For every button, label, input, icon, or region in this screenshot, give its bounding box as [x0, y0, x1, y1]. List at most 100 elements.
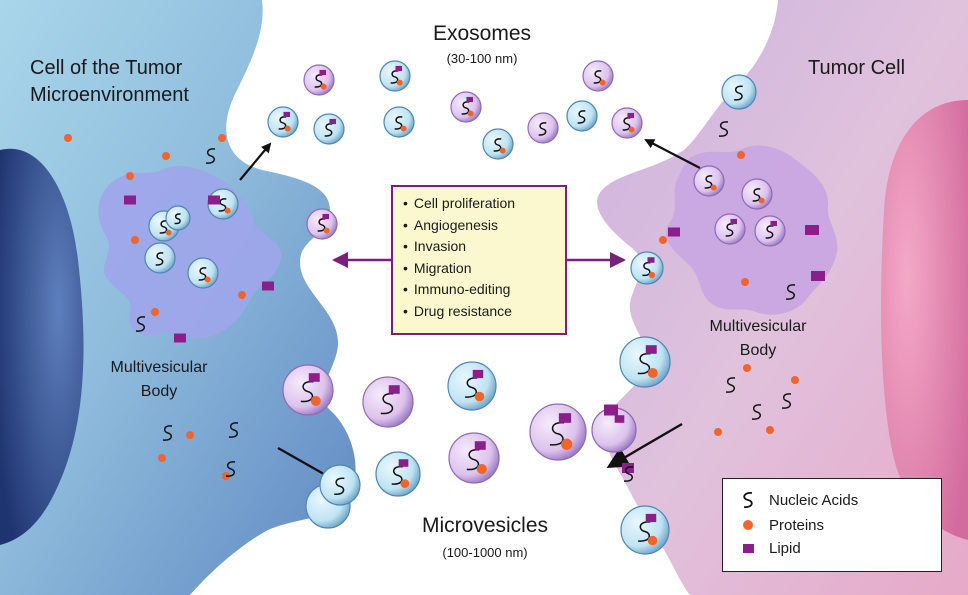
lipid [395, 65, 403, 72]
nucleic-acid [549, 421, 565, 446]
left-mvb-label-line1: Multivesicular [110, 359, 208, 376]
arrow-right-exocytosis [644, 139, 701, 169]
nucleic-acid [159, 220, 168, 234]
protein [766, 426, 774, 434]
protein [158, 454, 166, 462]
protein [323, 227, 330, 234]
protein [204, 276, 211, 283]
protein [64, 134, 72, 142]
nucleic-acid [785, 284, 796, 300]
nucleic-acid [380, 392, 394, 415]
protein [320, 83, 327, 90]
lipid [604, 404, 618, 416]
protein [476, 463, 487, 474]
nucleic-acid [622, 117, 631, 131]
vesicle [620, 505, 670, 555]
nucleic-acid [394, 116, 403, 130]
protein [151, 308, 159, 316]
vesicle [619, 336, 671, 388]
protein [499, 147, 506, 154]
legend: Nucleic Acids Proteins Lipid [722, 478, 942, 572]
protein [224, 207, 231, 214]
nucleic-acid [334, 477, 345, 495]
vesicle [529, 403, 587, 461]
lipid [805, 225, 819, 235]
nucleic-acid [300, 380, 314, 403]
legend-lipid: Lipid [737, 537, 801, 559]
nucleic-acid [725, 377, 736, 393]
left-nucleus [0, 148, 84, 545]
vesicle [447, 361, 497, 411]
left-mvb-label-line2: Body [140, 383, 178, 400]
vesicle [448, 432, 500, 484]
nucleic-acid [391, 465, 403, 485]
lipid [645, 345, 657, 354]
lipid [466, 96, 474, 103]
protein [741, 278, 749, 286]
vesicle [362, 376, 414, 428]
nucleic-acid [593, 70, 602, 84]
lipid [474, 441, 486, 450]
vesicle [375, 451, 421, 497]
nucleic-acid [461, 101, 470, 115]
protein-icon [743, 520, 753, 530]
nucleic-acid [465, 377, 478, 398]
lipid [308, 373, 320, 382]
lipid [730, 218, 738, 225]
lipid [262, 281, 274, 291]
protein [186, 431, 194, 439]
nucleic-acid [538, 122, 547, 136]
protein [647, 367, 658, 378]
nucleic-acid [218, 198, 227, 212]
lipid [472, 369, 484, 379]
protein [758, 197, 765, 204]
nucleic-acid [704, 175, 713, 189]
lipid [558, 413, 572, 423]
lipid [174, 333, 186, 343]
vesicle [741, 178, 773, 210]
microvesicles-size: (100-1000 nm) [442, 545, 528, 560]
vesicle [450, 91, 482, 123]
vesicle [754, 215, 786, 247]
lipid [614, 415, 625, 423]
protein [467, 110, 474, 117]
nucleic-acid [718, 121, 729, 137]
nucleic-acid [278, 116, 287, 130]
exosomes-size: (30-100 nm) [446, 51, 518, 66]
vesicle [693, 165, 725, 197]
biological-effects-box: Cell proliferation Angiogenesis Invasion… [391, 185, 567, 335]
vesicle [611, 107, 643, 139]
lipid [770, 220, 778, 227]
effect-item: Cell proliferation [403, 193, 557, 215]
nucleic-acid [198, 267, 207, 281]
right-cell-title: Tumor Cell [808, 57, 906, 79]
protein [396, 79, 403, 86]
protein [710, 184, 717, 191]
lipid [647, 257, 655, 263]
protein [126, 172, 134, 180]
lipid [208, 195, 220, 205]
nucleic-acid [205, 148, 216, 164]
vesicle [303, 64, 335, 96]
nucleic-acid [466, 448, 480, 471]
exosomes-title: Exosomes [432, 22, 532, 45]
effect-item: Drug resistance [403, 301, 557, 323]
nucleic-acid [493, 138, 502, 152]
lipid [388, 385, 400, 394]
right-nucleus [881, 100, 968, 540]
nucleic-acid [155, 252, 164, 266]
vesicle [383, 106, 415, 138]
protein [599, 79, 606, 86]
nucleic-acid [314, 74, 323, 88]
protein [474, 391, 485, 402]
nucleic-acid [642, 261, 651, 277]
protein [165, 229, 172, 236]
lipid [627, 112, 635, 119]
vesicle [566, 100, 598, 132]
protein [218, 134, 226, 142]
protein [743, 364, 751, 372]
nucleic-acid [390, 70, 399, 84]
right-mvb-label-line1: Multivesicular [709, 318, 807, 335]
vesicle [313, 113, 345, 145]
